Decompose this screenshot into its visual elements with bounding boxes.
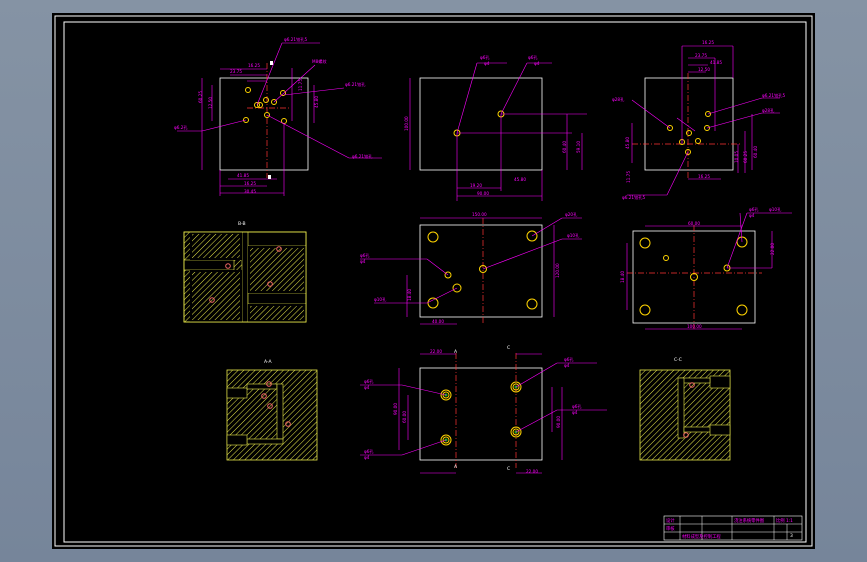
drawing-label: 12.50 xyxy=(698,67,710,72)
view-top-center: φ6孔 φ6孔 φ4 φ4 100.00 19.20 45.80 90.00 6… xyxy=(404,54,587,201)
drawing-label: 60.25 xyxy=(743,151,748,163)
drawing-label: φ6.21铰孔5 xyxy=(622,194,645,201)
outer-border xyxy=(54,15,813,547)
drawing-label: φ6孔 xyxy=(364,378,374,385)
drawing-label: φ6.21铰孔5 xyxy=(284,36,307,43)
drawing-label: φ4 xyxy=(749,213,755,218)
drawing-label: 22.00 xyxy=(430,349,442,354)
drawing-label: φ4 xyxy=(564,363,570,368)
drawing-label: C xyxy=(507,345,510,351)
drawing-label: 16.25 xyxy=(698,174,710,179)
drawing-label: 浇注系统零件图 xyxy=(734,517,764,524)
drawing-label: 60.00 xyxy=(402,411,407,423)
drawing-label: φ6孔 xyxy=(364,448,374,455)
inner-border xyxy=(63,21,807,543)
drawing-label: φ4 xyxy=(364,455,370,460)
drawing-label: φ4 xyxy=(572,410,578,415)
drawing-label: 23.75 xyxy=(695,53,707,58)
drawing-label: A xyxy=(454,349,458,355)
drawing-label: 90.00 xyxy=(393,403,398,415)
engineering-drawing: φ6.21铰孔5 M8螺纹 φ6.21铰孔 φ6.21铰孔 φ6.2孔 16.2… xyxy=(54,15,813,547)
drawing-label: φ6.21铰孔 xyxy=(345,81,366,88)
drawing-label: φ6孔 xyxy=(528,54,538,61)
drawing-label: 90.00 xyxy=(556,416,561,428)
drawing-label: 60.40 xyxy=(753,146,758,158)
drawing-label: φ20孔 xyxy=(565,211,578,218)
title-block: 浇注系统零件图 比例 1:1 设计 审核 材料成型及控制工程 3 xyxy=(663,515,803,541)
drawing-label: φ6孔 xyxy=(480,54,490,61)
drawing-label: 11.75 xyxy=(298,79,303,91)
drawing-label: 16.25 xyxy=(244,181,256,186)
drawing-label: φ6.21铰孔 xyxy=(352,153,373,160)
drawing-label: M8螺纹 xyxy=(312,58,327,65)
drawing-label: φ28孔 xyxy=(762,107,775,114)
drawing-label: φ10孔 xyxy=(374,296,387,303)
drawing-label: A-A xyxy=(264,359,273,365)
drawing-label: 审核 xyxy=(666,525,675,532)
drawing-label: φ6.2孔 xyxy=(174,124,188,131)
drawing-label: 45.80 xyxy=(314,96,319,108)
drawing-label: φ28孔 xyxy=(612,96,625,103)
drawing-label: 60.25 xyxy=(198,91,203,103)
drawing-label: C-C xyxy=(674,357,682,363)
drawing-label: φ4 xyxy=(534,61,540,66)
drawing-label: 120.00 xyxy=(555,263,560,278)
drawing-label: 18.40 xyxy=(407,289,412,301)
drawing-label: φ6孔 xyxy=(572,403,582,410)
drawing-label: 16.25 xyxy=(248,63,260,68)
drawing-label: 59.10 xyxy=(576,141,581,153)
drawing-label: 比例 1:1 xyxy=(776,517,793,524)
drawing-label: 41.85 xyxy=(237,173,249,178)
drawing-label: B-B xyxy=(238,221,246,227)
drawing-label: φ4 xyxy=(360,259,366,264)
drawing-label: 19.20 xyxy=(470,183,482,188)
drawing-label: 60.00 xyxy=(688,221,700,226)
drawing-label: 22.00 xyxy=(526,469,538,474)
section-cc: C-C xyxy=(639,357,731,461)
drawing-label: 设计 xyxy=(666,517,675,524)
view-top-right: φ28孔 φ6.21铰孔5 φ28孔 φ6.21铰孔5 16.25 23.75 … xyxy=(612,40,785,201)
drawing-label: 16.25 xyxy=(702,40,714,45)
drawing-label: 材料成型及控制工程 xyxy=(682,533,721,540)
drawing-label: 10.05 xyxy=(734,151,739,163)
view-bottom-center: A A C C φ6孔 φ4 φ6孔 φ4 xyxy=(360,345,607,474)
drawing-sheet[interactable]: φ6.21铰孔5 M8螺纹 φ6.21铰孔 φ6.21铰孔 φ6.2孔 16.2… xyxy=(52,13,815,549)
view-center-middle: 150.00 φ20孔 φ10孔 φ6孔 φ4 φ10孔 40.00 120.0… xyxy=(360,211,582,325)
drawing-label: 150.00 xyxy=(472,212,487,217)
drawing-label: φ10孔 xyxy=(567,232,580,239)
drawing-label: 100.00 xyxy=(404,116,409,131)
drawing-label: φ6.21铰孔5 xyxy=(762,92,785,99)
drawing-label: 41.85 xyxy=(710,60,722,65)
drawing-label: φ6孔 xyxy=(564,356,574,363)
drawing-label: 3 xyxy=(790,533,793,539)
drawing-label: 100.00 xyxy=(687,324,702,329)
drawing-label: 60.40 xyxy=(562,141,567,153)
drawing-label: 45.80 xyxy=(625,137,630,149)
drawing-label: 12.50 xyxy=(208,97,213,109)
drawing-label: 40.00 xyxy=(432,319,444,324)
drawing-label: 45.80 xyxy=(514,177,526,182)
drawing-label: φ4 xyxy=(364,385,370,390)
section-aa: A-A xyxy=(226,359,318,461)
drawing-label: A xyxy=(454,464,458,470)
drawing-label: 23.75 xyxy=(230,69,242,74)
drawing-label: 30.45 xyxy=(244,189,256,194)
drawing-label: 22.00 xyxy=(770,243,775,255)
drawing-label: φ6孔 xyxy=(749,206,759,213)
drawing-label: φ6孔 xyxy=(360,252,370,259)
view-right-middle: 60.00 100.00 φ6孔 φ10孔 φ4 18.40 22.00 xyxy=(620,206,792,330)
drawing-label: φ10孔 xyxy=(769,206,782,213)
drawing-label: C xyxy=(507,466,510,472)
drawing-label: 11.75 xyxy=(626,171,631,183)
drawing-label: 90.00 xyxy=(477,191,489,196)
view-top-left: φ6.21铰孔5 M8螺纹 φ6.21铰孔 φ6.21铰孔 φ6.2孔 16.2… xyxy=(174,36,382,196)
drawing-label: 18.40 xyxy=(620,271,625,283)
section-bb: B-B xyxy=(183,221,307,323)
drawing-label: φ4 xyxy=(484,61,490,66)
